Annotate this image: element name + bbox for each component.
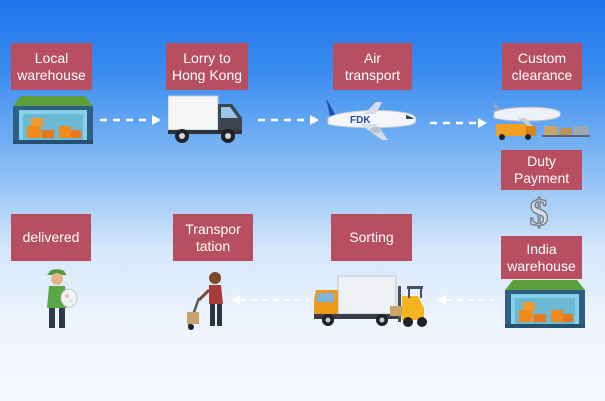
arrow-left-icon	[231, 295, 308, 305]
step-local-warehouse: Local warehouse	[11, 43, 92, 90]
arrow-left-icon	[437, 295, 494, 305]
step-label: delivered	[22, 229, 80, 245]
arrow-right-icon	[430, 118, 487, 128]
plane-logo-text: FDK	[350, 115, 371, 126]
warehouse-icon	[13, 96, 93, 144]
arrow-right-icon	[100, 115, 161, 125]
step-label: Custom clearance	[511, 49, 573, 83]
step-lorry-to-hong-kong: Lorry to Hong Kong	[166, 43, 248, 90]
customs-cargo-icon	[492, 100, 590, 140]
step-label: Duty Payment	[513, 153, 570, 186]
step-custom-clearance: Custom clearance	[502, 43, 582, 90]
step-label: Air transport	[344, 49, 401, 83]
step-transportation: Transpor tation	[173, 214, 253, 261]
step-india-warehouse: India warehouse	[501, 236, 582, 279]
step-label: Local warehouse	[17, 49, 86, 83]
warehouse-icon	[505, 280, 585, 328]
airplane-icon: FDK	[326, 98, 417, 140]
delivery-person-icon	[47, 269, 78, 328]
step-label: Sorting	[349, 229, 394, 245]
step-sorting: Sorting	[331, 214, 412, 261]
lorry-icon	[168, 95, 242, 143]
dollar-icon: $	[529, 191, 549, 232]
forklift-truck-icon	[314, 275, 427, 327]
dollar-symbol: $	[530, 192, 549, 232]
step-air-transport: Air transport	[333, 43, 412, 90]
arrow-right-icon	[258, 115, 319, 125]
hand-truck-worker-icon	[187, 272, 223, 330]
step-duty-payment: Duty Payment	[501, 150, 582, 190]
step-label: Transpor tation	[185, 220, 241, 254]
step-delivered: delivered	[11, 214, 91, 261]
step-label: Lorry to Hong Kong	[171, 49, 243, 83]
step-label: India warehouse	[507, 240, 576, 274]
